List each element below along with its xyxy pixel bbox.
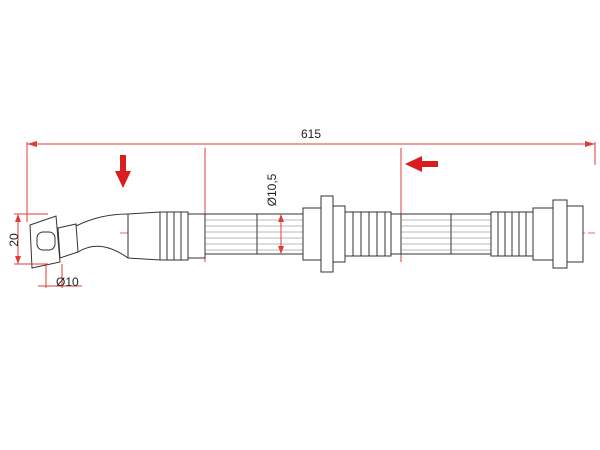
overall-length-label: 615 <box>301 127 321 141</box>
hole-diameter-label: Ø10 <box>56 275 79 289</box>
down-arrow-icon <box>115 155 131 188</box>
middle-bracket-fitting <box>302 195 402 273</box>
hose-segment-end <box>450 213 492 255</box>
left-banjo-fitting: 20 Ø10 <box>7 213 129 289</box>
hose-segment-middle: Ø10,5 <box>256 173 304 255</box>
fitting-height-label: 20 <box>7 233 21 247</box>
hose-diameter-label: Ø10,5 <box>265 173 279 206</box>
right-end-fitting <box>490 199 584 269</box>
overall-length-dimension: 615 <box>26 127 596 222</box>
hose-segment-right <box>400 213 452 255</box>
left-arrow-icon <box>405 156 438 172</box>
hose-segment-left <box>204 213 258 255</box>
left-crimp-fitting <box>127 211 206 261</box>
